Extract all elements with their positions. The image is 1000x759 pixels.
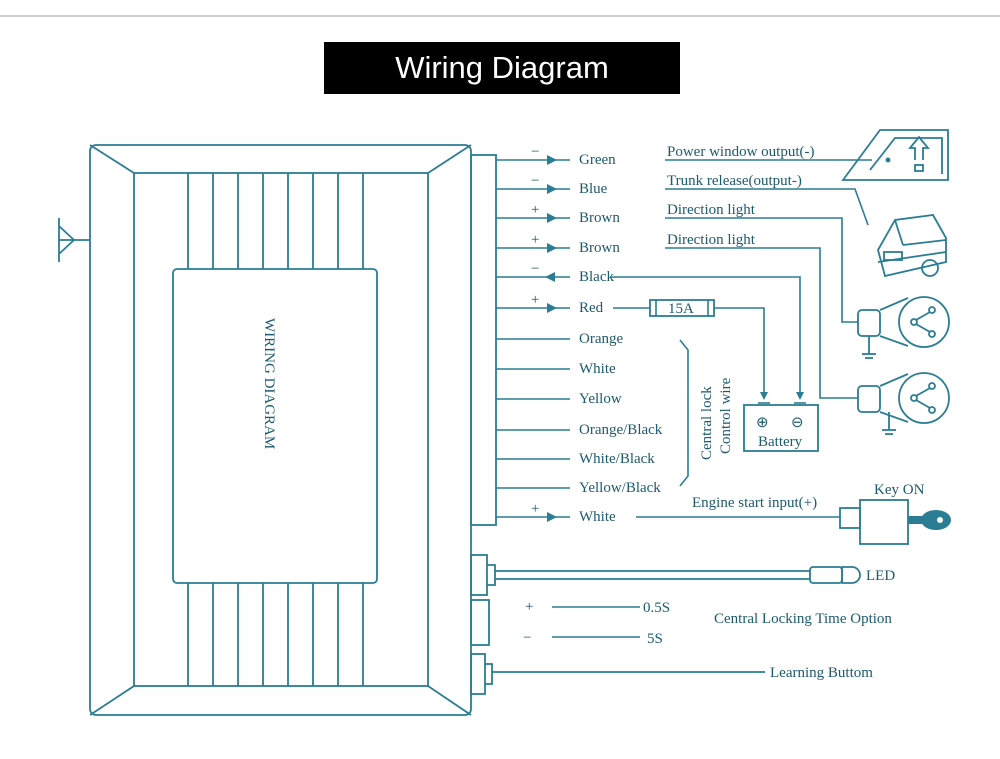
direction-lamp-icon [857, 296, 950, 359]
wire-polarity: + [531, 202, 539, 218]
wire-polarity: − [531, 144, 539, 160]
wire-row: Orange/Black [496, 422, 663, 438]
wire-row: White/Black [496, 451, 655, 467]
wire-polarity: − [531, 173, 539, 189]
wire-color-label: White [579, 361, 616, 377]
wire-polarity: + [531, 292, 539, 308]
central-lock-label-2: Control wire [718, 377, 734, 454]
wire-arrow [547, 512, 557, 522]
direction-lamp-icon [857, 372, 950, 435]
wire-color-label: Green [579, 152, 616, 168]
wire-function-label: Direction light [667, 202, 756, 218]
learning-connector [470, 653, 765, 695]
battery-minus: ⊖ [791, 415, 804, 431]
ignition-key-icon [839, 499, 951, 545]
wire-row: Orange [496, 331, 623, 347]
wire-row: Yellow [496, 391, 622, 407]
wire-function-label: Power window output(-) [667, 144, 814, 160]
wire-row: White [496, 361, 616, 377]
time-option-slow: 5S [647, 631, 663, 647]
wire-color-label: Yellow/Black [579, 480, 661, 496]
control-module [89, 144, 472, 716]
wire-polarity: + [531, 232, 539, 248]
wire-color-label: Black [579, 269, 614, 285]
wire-arrow [545, 272, 555, 282]
wire-polarity: + [531, 501, 539, 517]
wire-function-label: Trunk release(output-) [667, 173, 802, 189]
wire-arrow [547, 303, 557, 313]
led-label: LED [866, 568, 895, 584]
battery-plus: ⊕ [756, 415, 769, 431]
wire-row: Yellow/Black [496, 480, 661, 496]
wire-color-label: Brown [579, 210, 620, 226]
wire-function-label: Engine start input(+) [692, 495, 817, 511]
wire-row: + Red [496, 292, 604, 316]
battery-label: Battery [758, 434, 803, 450]
main-connector [470, 154, 497, 526]
time-option-label: Central Locking Time Option [714, 611, 892, 627]
wire-arrow [547, 243, 557, 253]
power-window-icon [841, 129, 949, 181]
wire-row: + Brown Direction light [496, 232, 756, 256]
wire-row: + White Engine start input(+) [496, 495, 817, 525]
fuse-label: 15A [668, 301, 694, 317]
wire-color-label: Brown [579, 240, 620, 256]
wire-color-label: White/Black [579, 451, 655, 467]
battery-plus-arrow [760, 392, 768, 400]
wire-color-label: Orange/Black [579, 422, 663, 438]
function-lines [610, 159, 872, 518]
time-option-plus: + [525, 599, 533, 615]
module-label: WIRING DIAGRAM [261, 318, 277, 449]
time-option-fast: 0.5S [643, 600, 670, 616]
wire-color-label: Red [579, 300, 604, 316]
wire-color-label: Yellow [579, 391, 622, 407]
time-option-minus: − [523, 630, 531, 646]
wire-rows: − Green Power window output(-) − Blue Trunk r… [496, 144, 817, 525]
page-title: Wiring Diagram [324, 42, 680, 94]
wire-arrow [547, 213, 557, 223]
car-trunk-icon [877, 214, 947, 278]
battery-minus-arrow [796, 392, 804, 400]
wire-row: + Brown Direction light [496, 202, 756, 226]
central-lock-label-1: Central lock [699, 386, 715, 460]
battery [743, 402, 819, 452]
wire-arrow [547, 155, 557, 165]
wire-color-label: Blue [579, 181, 608, 197]
top-divider [0, 15, 1000, 17]
wire-color-label: White [579, 509, 616, 525]
learning-button-label: Learning Buttom [770, 665, 873, 681]
wire-row: − Black [496, 261, 614, 285]
wire-color-label: Orange [579, 331, 623, 347]
key-on-label: Key ON [874, 482, 925, 498]
wire-row: − Green Power window output(-) [496, 144, 814, 168]
wire-arrow [547, 184, 557, 194]
wire-function-label: Direction light [667, 232, 756, 248]
fuse [649, 299, 715, 317]
antenna-icon [58, 218, 90, 262]
central-lock-bracket [679, 339, 689, 487]
led-connector [470, 554, 861, 596]
wire-row: − Blue Trunk release(output-) [496, 173, 802, 197]
time-option-connector [470, 599, 490, 646]
wire-polarity: − [531, 261, 539, 277]
